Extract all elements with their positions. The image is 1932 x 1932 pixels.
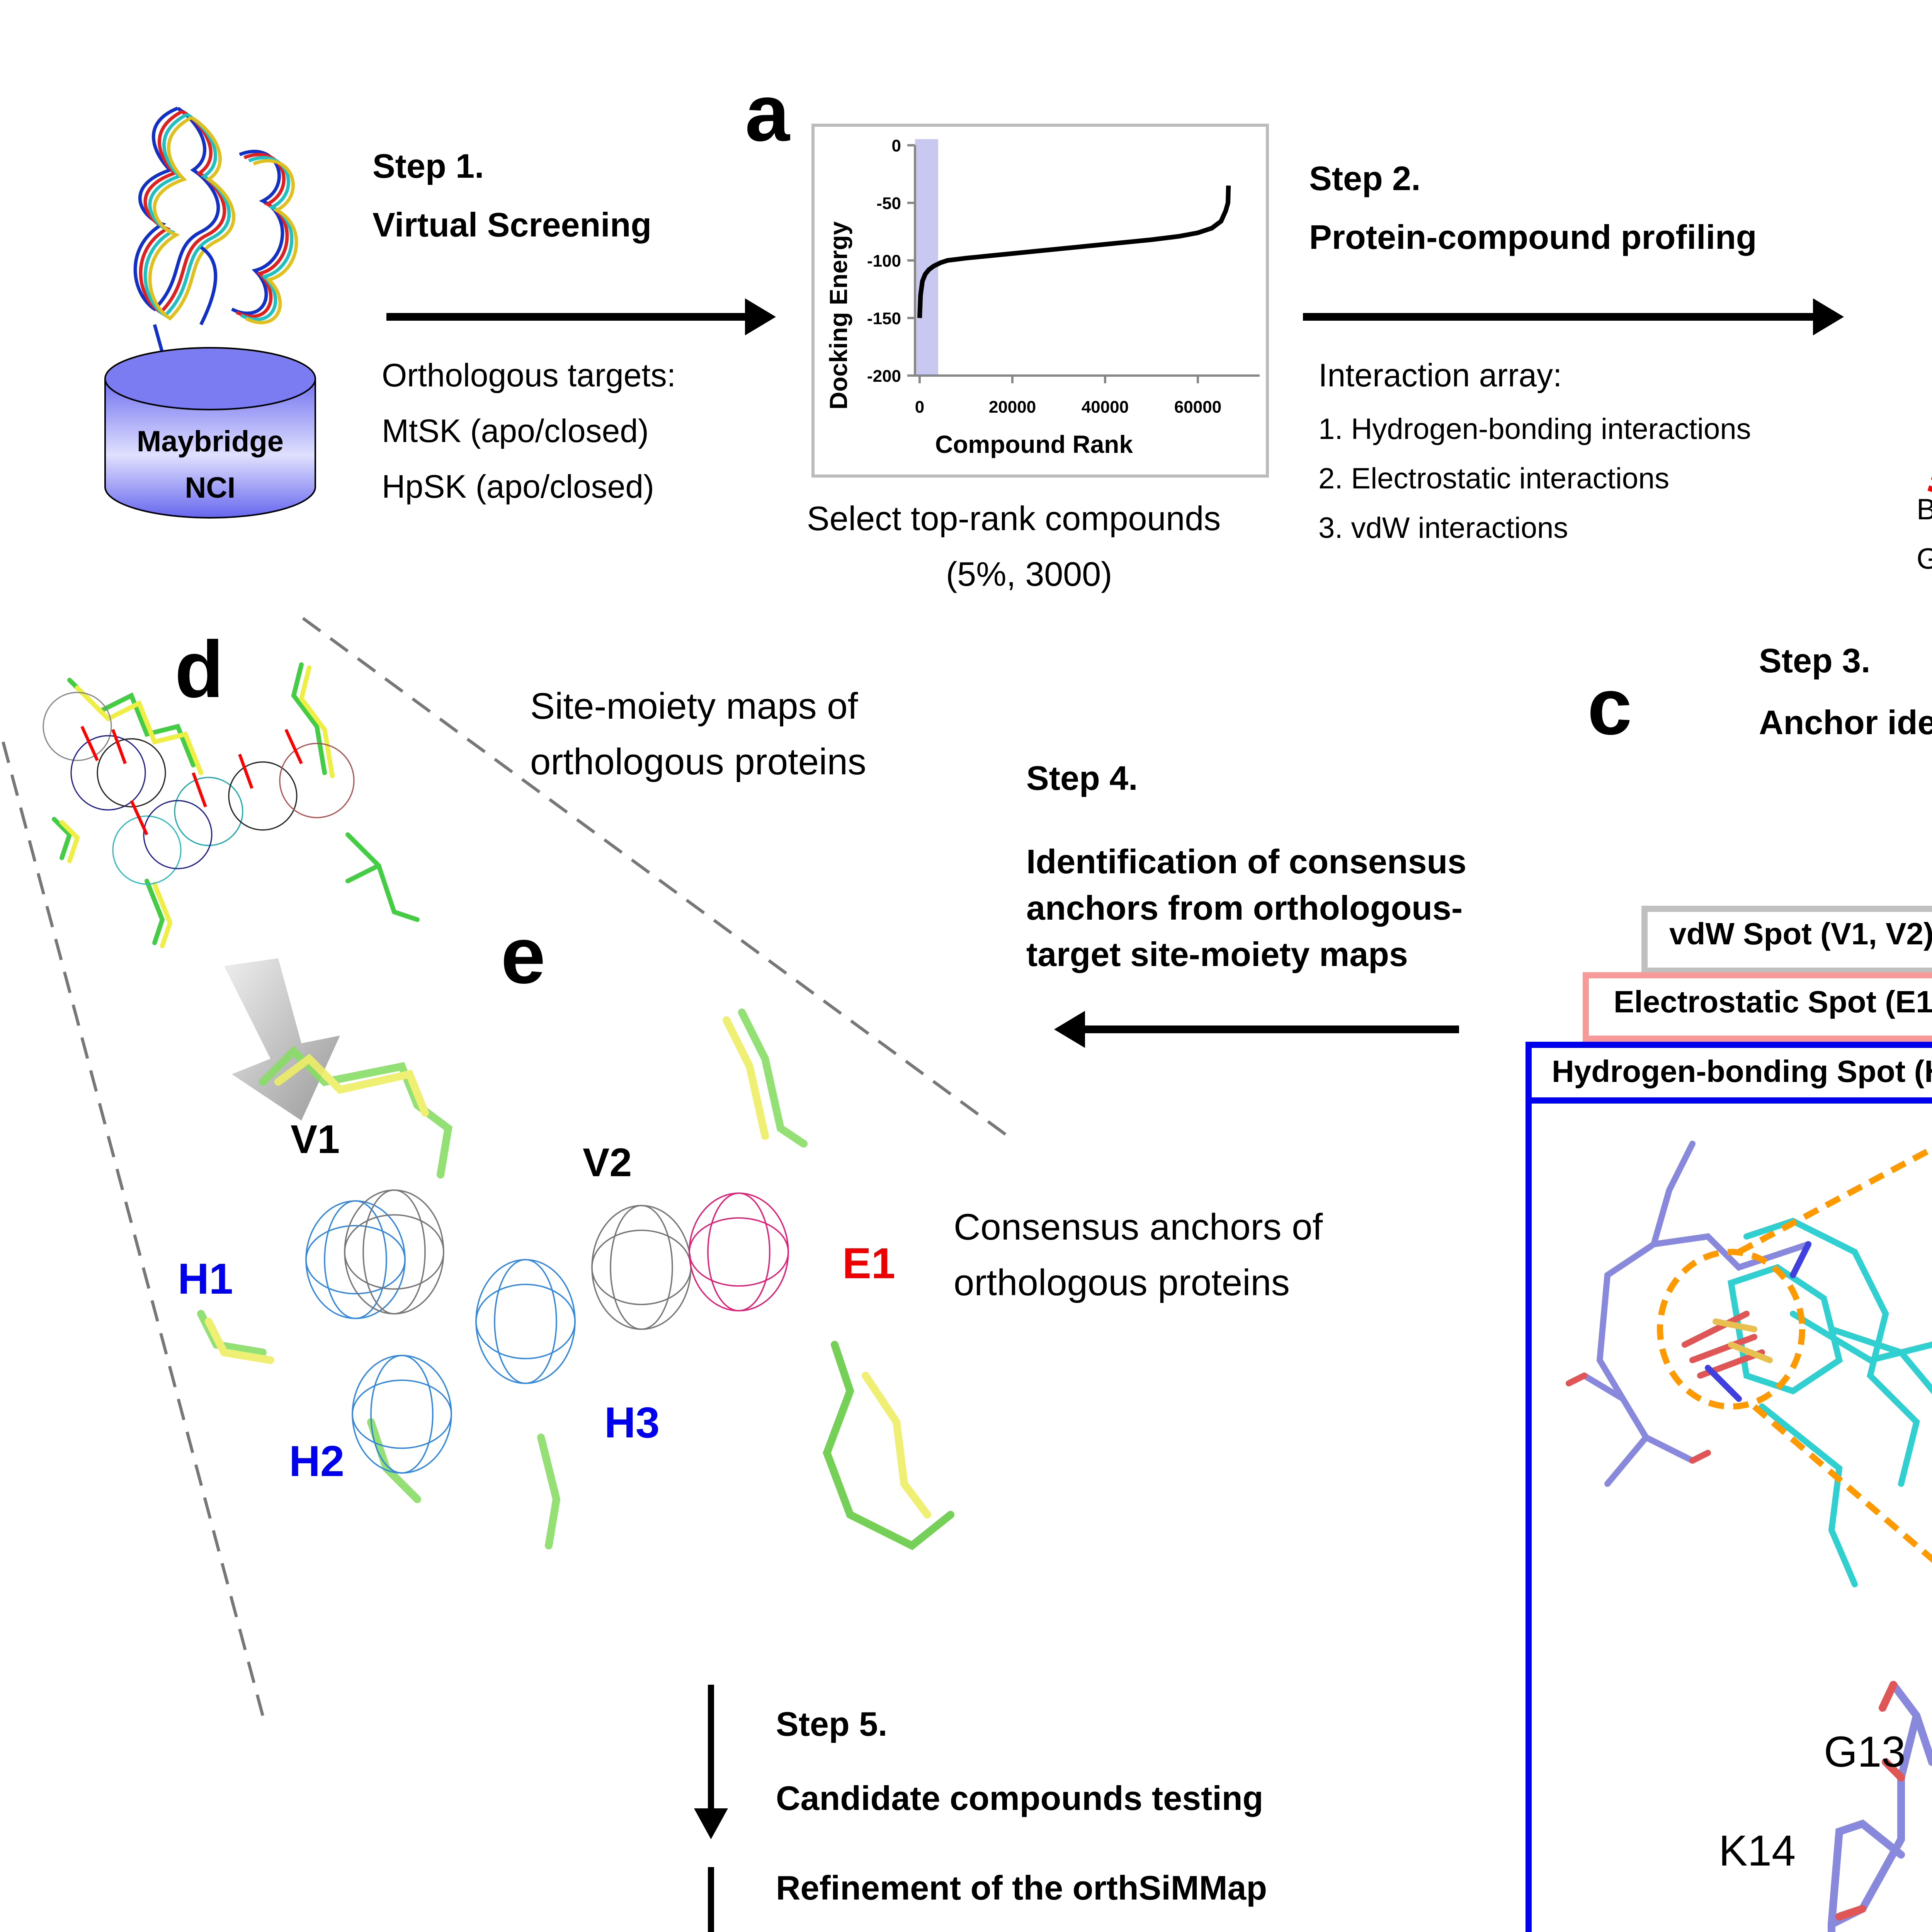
step1-arrow-right (386, 298, 776, 335)
anchor-label-v1: V1 (291, 1116, 340, 1162)
protein-ribbon-structure (133, 106, 298, 353)
anchor-label-h2: H2 (289, 1437, 345, 1485)
divider (1526, 1097, 1932, 1104)
ligand-pose-overlay (1566, 1141, 1932, 1587)
top-rank-highlight-region (915, 139, 938, 376)
x-tick-label: 0 (915, 398, 924, 417)
step2-title: Step 2. (1309, 159, 1421, 198)
x-tick-label: 20000 (989, 398, 1036, 417)
interaction-item-electrostatic: 2. Electrostatic interactions (1318, 464, 1670, 496)
y-tick-label: -200 (867, 367, 901, 386)
step2-subtitle: Protein-compound profiling (1309, 218, 1757, 257)
transition-arrow-gray (224, 958, 340, 1121)
anchor-label-v2: V2 (583, 1139, 632, 1185)
x-tick-label: 40000 (1082, 398, 1129, 417)
panel-e-caption-1: Consensus anchors of (954, 1207, 1323, 1249)
residue-label-k14: K14 (1719, 1827, 1796, 1875)
targets-header: Orthologous targets: (382, 359, 676, 394)
interaction-array-header: Interaction array: (1318, 359, 1562, 394)
panel-d-caption-1: Site-moiety maps of (530, 686, 858, 728)
spot-title-hbond: Hydrogen-bonding Spot (H1, H2, H3) (1552, 1056, 1932, 1090)
panel-label-c: c (1587, 663, 1632, 753)
step5-item-2: Refinement of the orthSiMMap (776, 1869, 1267, 1907)
step4-line-3: target site-moiety maps (1026, 935, 1408, 974)
step3-subtitle: Anchor identification (1759, 703, 1932, 742)
interaction-item-hbond: 1. Hydrogen-bonding interactions (1318, 414, 1751, 447)
divider (1583, 1036, 1932, 1042)
anchor-label-h3: H3 (604, 1399, 660, 1447)
step4-line-2: anchors from orthologous- (1026, 889, 1463, 927)
target-hpsk: HpSK (apo/closed) (382, 470, 655, 505)
y-tick-label: -50 (876, 194, 901, 213)
chart-xlabel: Compound Rank (935, 433, 1133, 459)
consensus-anchors-structure (197, 1009, 954, 1550)
panel-label-d: d (175, 626, 224, 716)
anchor-label-e1: E1 (842, 1240, 895, 1287)
x-tick-label: 60000 (1174, 398, 1221, 417)
docking-chart-frame (811, 124, 1269, 478)
database-cylinder-icon (104, 347, 316, 519)
panel-d-caption-2: orthologous proteins (530, 742, 866, 784)
database-label-maybridge: Maybridge (136, 427, 284, 459)
panel-label-a: a (745, 70, 790, 159)
residue-label-g13: G13 (1824, 1728, 1906, 1776)
step5-arrows-down (694, 1685, 728, 1932)
step5-item-1: Candidate compounds testing (776, 1779, 1264, 1818)
y-tick-label: 0 (892, 136, 901, 155)
step4-title: Step 4. (1026, 759, 1138, 798)
step4-line-1: Identification of consensus (1026, 842, 1467, 881)
step1-title: Step 1. (372, 147, 484, 185)
spot-card-hbond (1526, 1042, 1932, 1932)
docking-energy-line (917, 185, 1231, 318)
spot-title-electrostatic: Electrostatic Spot (E1) (1614, 986, 1932, 1020)
spot-title-vdw: vdW Spot (V1, V2) (1669, 918, 1932, 952)
chart-ylabel: Docking Energy (827, 221, 853, 410)
y-tick-label: -150 (867, 309, 901, 328)
binding-site-residues-structure (1828, 1681, 1932, 1932)
panel-a-caption-2: (5%, 3000) (946, 555, 1112, 594)
binding-residues-line-1: Binding residues: G11, S12, (1917, 485, 1932, 536)
docking-energy-chart: 0 -50 -100 -150 -200 0 20000 40000 60000 (867, 136, 1260, 417)
anchor-label-h1: H1 (178, 1255, 233, 1303)
step4-arrow-left (1054, 1011, 1459, 1048)
binding-residues-line-2: G13, K14, S15… (1917, 535, 1932, 586)
interaction-item-vdw: 3. vdW interactions (1318, 513, 1568, 546)
step2-arrow-right (1303, 298, 1844, 335)
y-tick-label: -100 (867, 252, 901, 270)
panel-e-caption-2: orthologous proteins (954, 1263, 1290, 1304)
panel-a-caption-1: Select top-rank compounds (807, 499, 1221, 538)
target-mtsk: MtSK (apo/closed) (382, 414, 649, 450)
panel-label-e: e (501, 912, 546, 1002)
site-moiety-maps-structure (43, 662, 420, 948)
database-label-nci: NCI (185, 473, 236, 505)
zoom-guide-lines (2, 617, 1009, 1716)
step1-subtitle: Virtual Screening (372, 206, 652, 244)
step3-title: Step 3. (1759, 641, 1871, 680)
step5-title: Step 5. (776, 1705, 888, 1743)
